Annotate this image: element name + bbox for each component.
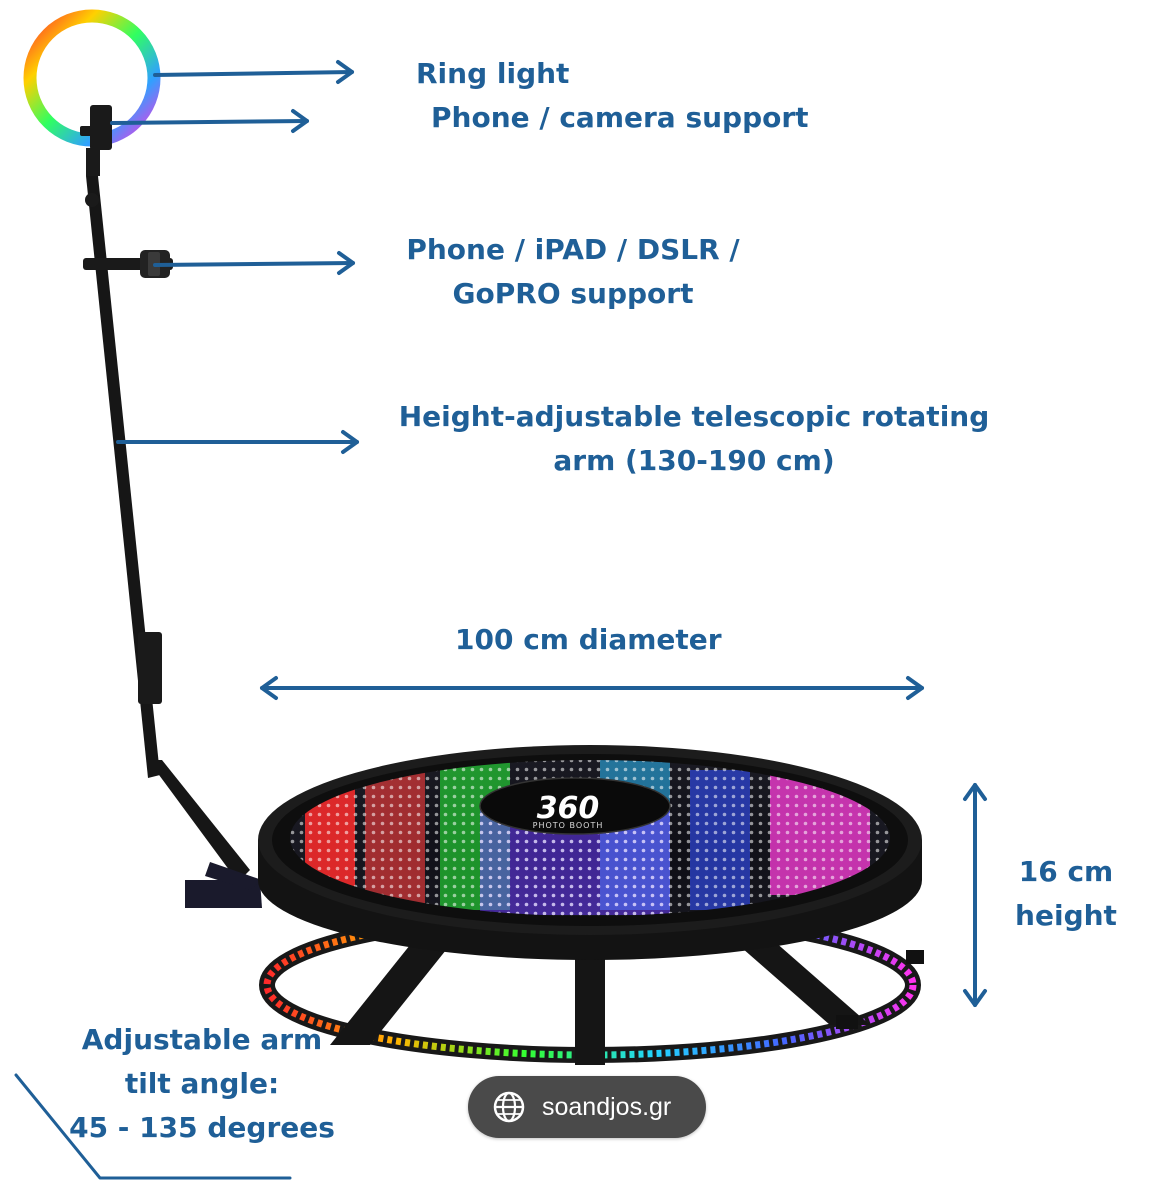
- telescopic-arm-label-line1: Height-adjustable telescopic rotating: [398, 400, 990, 433]
- tilt-angle-lines: [14, 1073, 292, 1180]
- tilt-label-line1: Adjustable arm: [81, 1023, 323, 1056]
- source-link-badge[interactable]: soandjos.gr: [468, 1076, 706, 1138]
- platform-logo-text: 360: [537, 791, 600, 826]
- globe-icon: [493, 1091, 525, 1123]
- tilt-arm: [148, 760, 250, 882]
- arrow-ring-light: [153, 70, 354, 77]
- diameter-label: 100 cm diameter: [455, 623, 722, 656]
- tilt-label-line3: 45 - 135 degrees: [69, 1111, 335, 1144]
- tilt-label-line2: tilt angle:: [124, 1067, 280, 1100]
- arrow-dslr-support: [153, 261, 355, 267]
- ring-light-label: Ring light: [416, 57, 570, 90]
- telescopic-pole: [86, 176, 160, 778]
- source-domain: soandjos.gr: [542, 1092, 672, 1121]
- phone-camera-support-label: Phone / camera support: [431, 101, 809, 134]
- arrow-phone-support: [110, 119, 309, 125]
- phone-ipad-label-line2: GoPRO support: [452, 277, 694, 310]
- height-label-line2: height: [1015, 899, 1117, 932]
- telescopic-arm-label-line2: arm (130-190 cm): [553, 444, 835, 477]
- center-logo-disc: [479, 777, 671, 835]
- ring-phone-holder: [90, 105, 112, 150]
- height-label-line1: 16 cm: [1018, 855, 1114, 888]
- platform-logo-subtext: PHOTO BOOTH: [533, 821, 604, 830]
- phone-ipad-label-line1: Phone / iPAD / DSLR /: [406, 233, 740, 266]
